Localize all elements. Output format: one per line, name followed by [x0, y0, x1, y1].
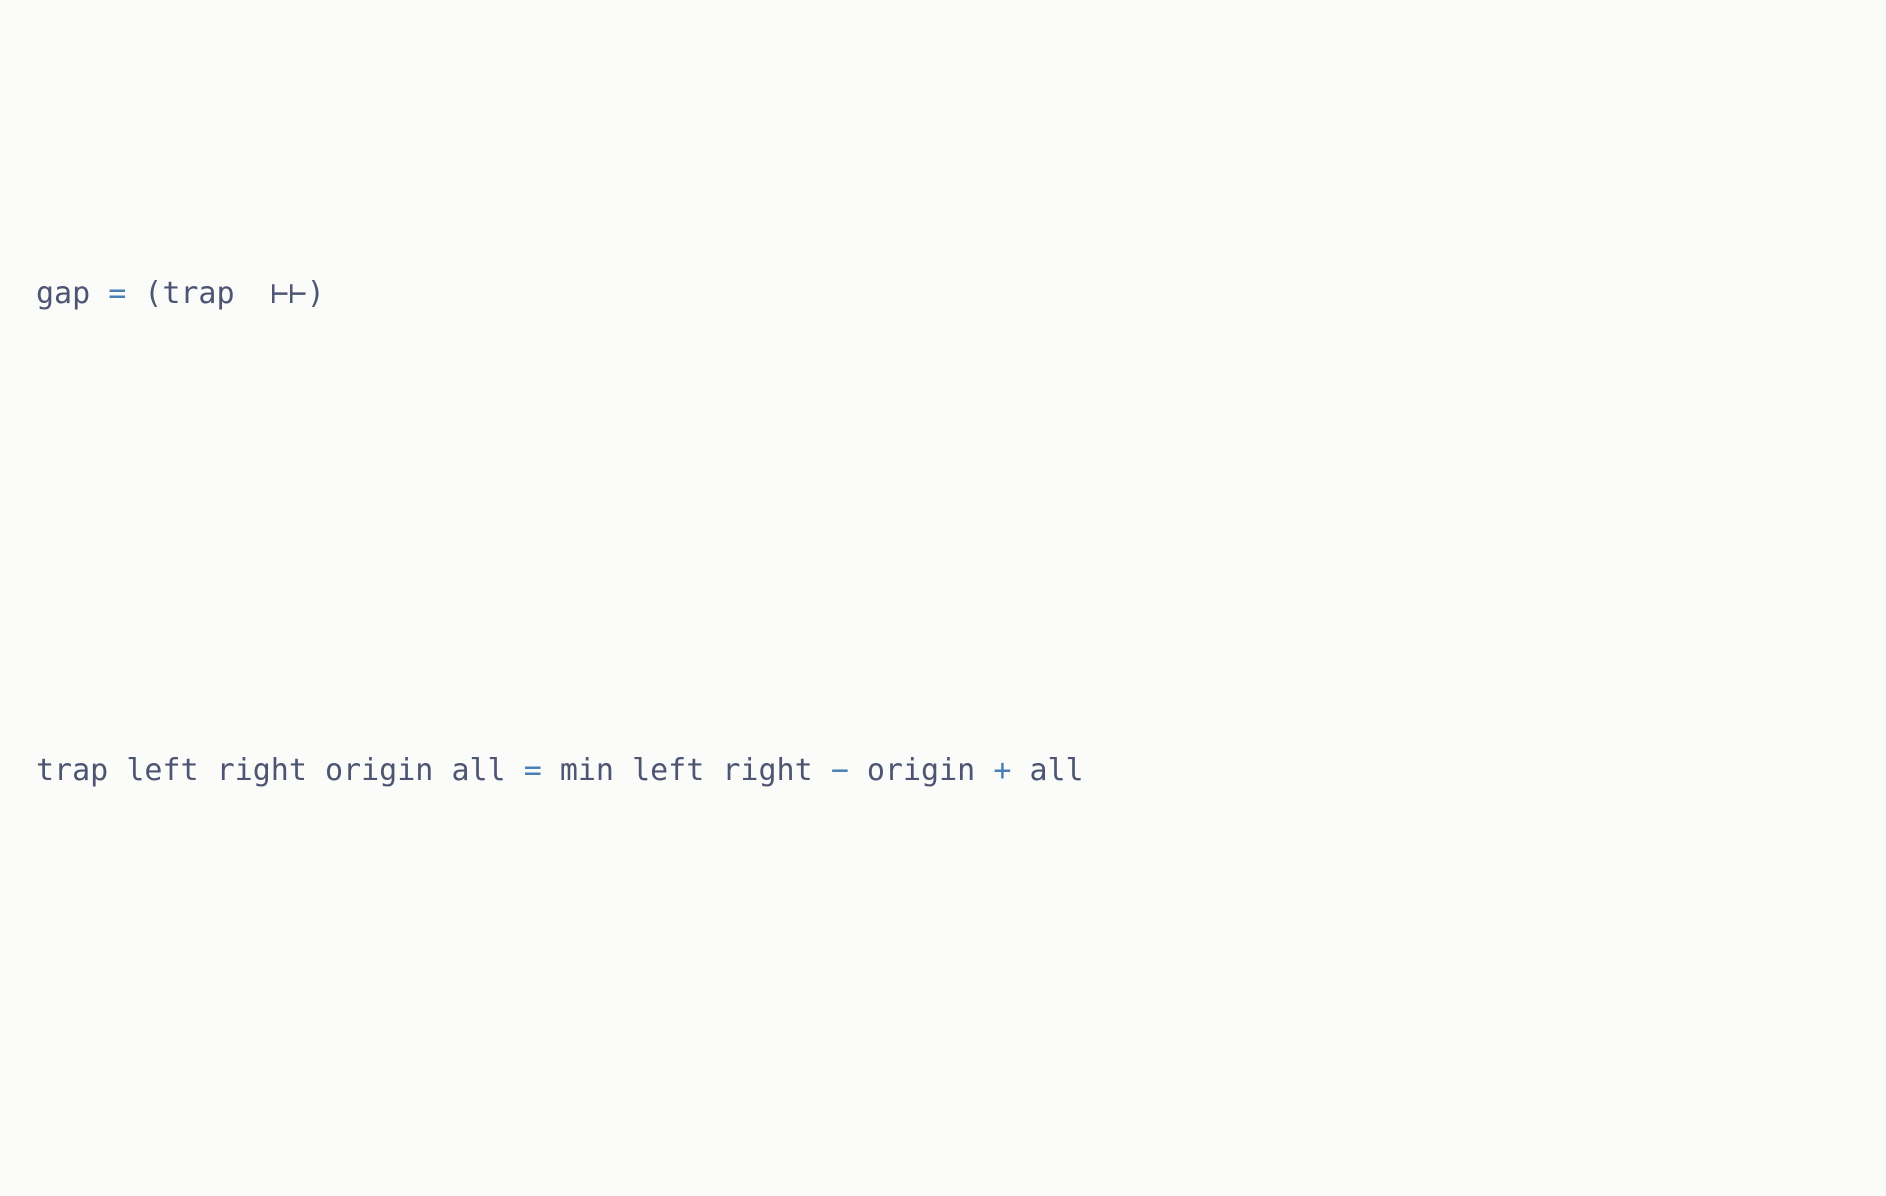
arg-all: all	[1029, 753, 1084, 788]
minus-operator: −	[830, 753, 849, 788]
open-paren: (	[144, 276, 163, 311]
blank-line-2	[36, 963, 1444, 1000]
equals-operator: =	[108, 276, 127, 311]
identifier-gap-g: g	[36, 276, 55, 311]
fn-min: min	[559, 753, 614, 788]
arg-right: right	[722, 753, 813, 788]
param-left: left	[126, 753, 199, 788]
code-line-2: trap left right origin all = min left ri…	[36, 743, 1444, 798]
space	[199, 743, 217, 798]
space	[506, 743, 524, 798]
space	[542, 743, 560, 798]
plus-operator: +	[993, 753, 1012, 788]
space	[90, 266, 108, 321]
space	[614, 743, 632, 798]
param-origin: origin	[325, 753, 434, 788]
fn-trap-r: r	[180, 276, 199, 311]
space	[849, 743, 867, 798]
space	[813, 743, 831, 798]
space	[108, 743, 126, 798]
space	[307, 743, 325, 798]
space	[704, 743, 722, 798]
space	[1011, 743, 1029, 798]
param-right: right	[216, 753, 307, 788]
turnstile-icon-1: ⊢	[270, 276, 289, 311]
space	[975, 743, 993, 798]
identifier-gap-a: a	[54, 276, 73, 311]
param-all: all	[451, 753, 506, 788]
turnstile-icon-2: ⊢	[288, 276, 307, 311]
blank-line-1	[36, 486, 1444, 523]
space	[253, 266, 271, 321]
fn-trap-t: t	[162, 276, 181, 311]
space	[126, 266, 144, 321]
fn-trap-a: a	[198, 276, 217, 311]
identifier-gap-p: p	[72, 276, 91, 311]
equals-operator: =	[523, 753, 542, 788]
fn-trap-decl: trap	[36, 753, 109, 788]
close-paren: )	[306, 276, 325, 311]
fn-trap-p: p	[216, 276, 235, 311]
space	[433, 743, 451, 798]
arg-left: left	[632, 753, 705, 788]
arg-origin: origin	[866, 753, 976, 788]
space	[235, 266, 253, 321]
